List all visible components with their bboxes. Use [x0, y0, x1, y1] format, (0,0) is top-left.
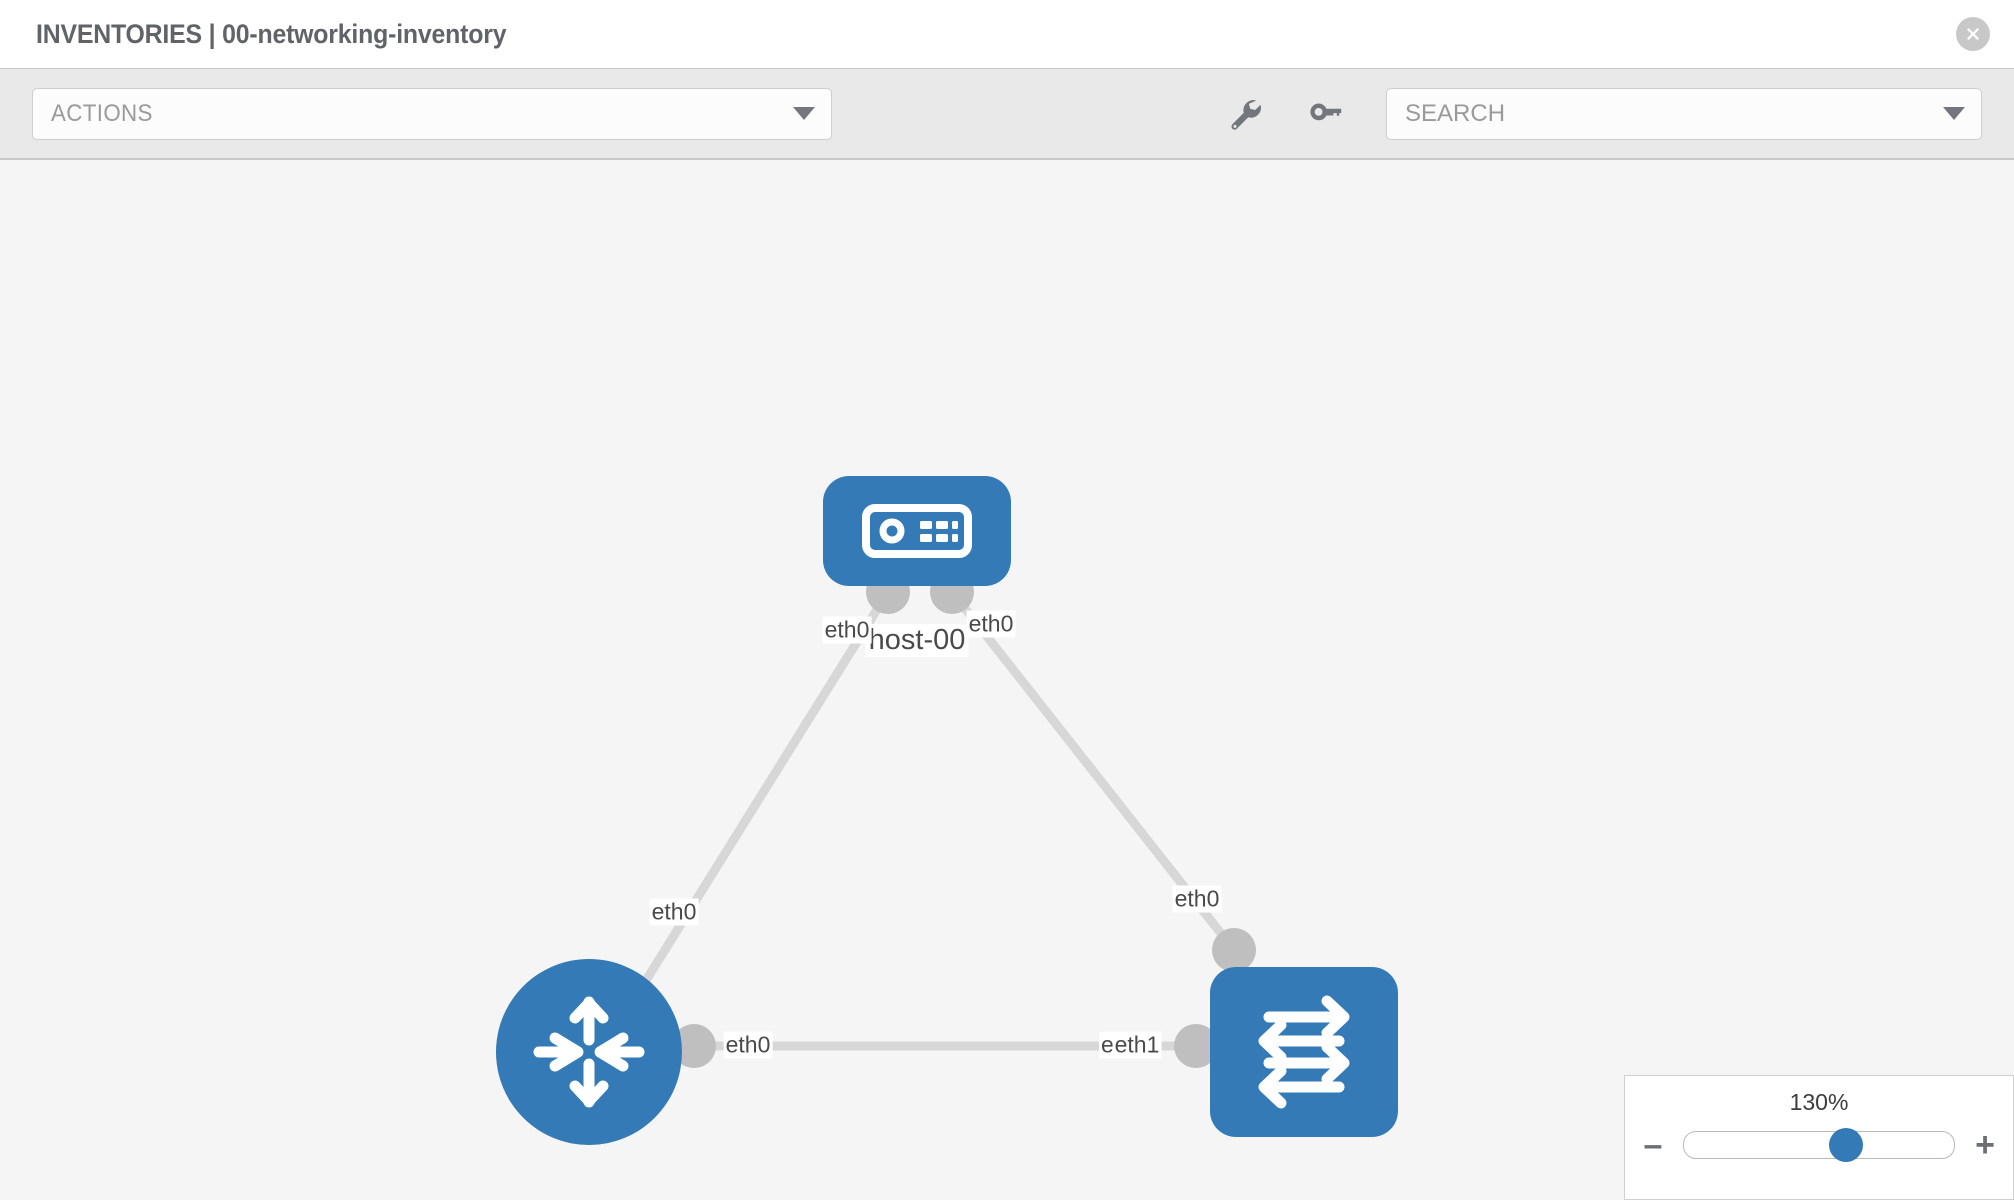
- topology-links: [636, 589, 1238, 1051]
- close-icon[interactable]: [1956, 17, 1990, 51]
- zoom-in-button[interactable]: +: [1975, 1126, 1995, 1164]
- wrench-icon[interactable]: [1222, 91, 1268, 137]
- zoom-level-label: 130%: [1789, 1089, 1849, 1115]
- zoom-slider-handle[interactable]: [1829, 1128, 1863, 1162]
- chevron-down-icon[interactable]: [1943, 107, 1965, 120]
- topology-link[interactable]: [636, 589, 892, 993]
- toolbar-icon-group: [1222, 91, 1346, 137]
- actions-dropdown[interactable]: ACTIONS: [32, 87, 832, 140]
- zoom-slider-row: – +: [1625, 1128, 2013, 1162]
- switch-icon[interactable]: [1210, 967, 1398, 1137]
- zoom-slider-track[interactable]: [1683, 1128, 1955, 1162]
- search-input[interactable]: [1405, 99, 1909, 128]
- server-icon[interactable]: [823, 476, 1011, 586]
- toolbar: ACTIONS: [0, 68, 2014, 160]
- edge-interface-label: eth1: [1112, 1031, 1162, 1059]
- topology-node-host-00[interactable]: host-00: [823, 476, 1011, 657]
- actions-dropdown-label: ACTIONS: [51, 99, 153, 127]
- search-box[interactable]: [1386, 87, 1982, 140]
- edge-interface-label: eth0: [966, 610, 1016, 638]
- zoom-control-panel: 130% – +: [1624, 1075, 2014, 1200]
- topology-graph: host-00 router-00 switch-00 eth0 eth0 eth0 eth…: [0, 160, 2014, 1200]
- edge-interface-label: eth0: [649, 898, 699, 926]
- page-header: INVENTORIES | 00-networking-inventory: [0, 0, 2014, 68]
- page-title: INVENTORIES | 00-networking-inventory: [36, 18, 507, 49]
- topology-canvas[interactable]: host-00 router-00 switch-00 eth0 eth0 eth0 eth…: [0, 160, 2014, 1200]
- edge-interface-label: eth0: [822, 616, 872, 644]
- topology-node-switch-00[interactable]: switch-00: [1210, 967, 1398, 1137]
- edge-interface-label: eth0: [723, 1031, 773, 1059]
- edge-interface-label: eth0: [1172, 885, 1222, 913]
- search-container: [1386, 87, 1982, 140]
- zoom-out-button[interactable]: –: [1643, 1126, 1663, 1164]
- topology-node-router-00[interactable]: router-00: [496, 959, 682, 1145]
- node-port[interactable]: [1212, 928, 1256, 972]
- key-icon[interactable]: [1300, 91, 1346, 137]
- chevron-down-icon: [793, 107, 815, 120]
- topology-node-label: host-00: [865, 624, 969, 657]
- router-icon[interactable]: [496, 959, 682, 1145]
